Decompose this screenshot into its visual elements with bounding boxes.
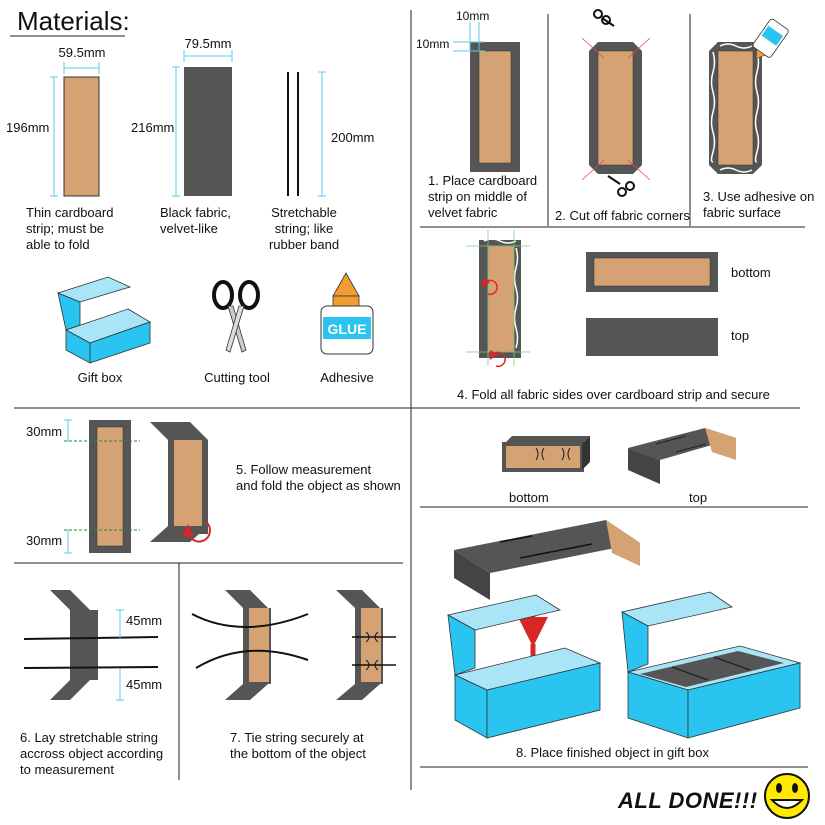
glue-text: GLUE [328, 321, 367, 337]
tool-adhesive-label: Adhesive [320, 370, 374, 385]
step8-lid [454, 520, 640, 600]
glue-bottle-icon: GLUE [320, 272, 374, 355]
page-title: Materials: [17, 6, 130, 36]
all-done-text: ALL DONE!!! [618, 788, 758, 813]
gift-box-icon [56, 276, 151, 364]
step5-folded [150, 422, 211, 543]
step2-label: 2. Cut off fabric corners [555, 208, 690, 223]
step4-folding [466, 230, 530, 368]
step1-dim-left: 10mm [416, 37, 450, 51]
step4-top-piece [586, 318, 718, 356]
step1-label: 1. Place cardboard strip on middle of ve… [428, 173, 538, 220]
cardboard-strip [50, 62, 100, 197]
step1-dim-top: 10mm [456, 9, 490, 23]
step2-illustration [581, 9, 651, 197]
step6-dim-bottom: 45mm [126, 677, 163, 692]
smiley-icon [764, 773, 810, 819]
scissors-icon [212, 280, 260, 353]
step5b-bottom-label: bottom [509, 490, 549, 505]
step8-gift-box-open [446, 594, 602, 739]
step4-bottom-piece [586, 252, 718, 292]
step6-label: 6. Lay stretchable string accross object… [20, 730, 164, 777]
tool-gift-box-label: Gift box [77, 370, 123, 385]
tool-cutting-label: Cutting tool [204, 370, 270, 385]
material1-height-label: 196mm [6, 120, 50, 135]
step8-gift-box-filled [620, 591, 802, 739]
step5b-top-label: top [689, 490, 708, 505]
scissors-small-top-icon [593, 9, 615, 27]
black-fabric [172, 50, 233, 197]
material1-width-label: 59.5mm [58, 45, 106, 60]
step4-top-label: top [731, 328, 750, 343]
material2-height-label: 216mm [131, 120, 175, 135]
step7-illustration [191, 590, 396, 700]
step3-label: 3. Use adhesive on fabric surface [703, 189, 815, 220]
step1-illustration [453, 22, 520, 172]
step6-dim-top: 45mm [126, 613, 163, 628]
material1-label: Thin cardboard strip; must be able to fo… [26, 205, 114, 252]
stretchable-strings [287, 71, 326, 197]
step5-dim-bottom: 30mm [26, 533, 63, 548]
material2-label: Black fabric, velvet-like [160, 205, 231, 236]
step4-label: 4. Fold all fabric sides over cardboard … [457, 387, 770, 402]
step5-measure [64, 419, 140, 554]
step5-dim-top: 30mm [26, 424, 63, 439]
material2-width-label: 79.5mm [184, 36, 232, 51]
step5b-bottom-piece [502, 436, 590, 472]
step6-illustration [23, 590, 159, 701]
step7-label: 7. Tie string securely at the bottom of … [230, 730, 366, 761]
material3-length-label: 200mm [331, 130, 375, 145]
panel-dividers [10, 10, 808, 790]
material3-label: Stretchable string; like rubber band [268, 205, 340, 252]
step3-illustration [709, 18, 789, 174]
step8-label: 8. Place finished object in gift box [516, 745, 709, 760]
step5b-top-piece [628, 428, 736, 484]
step5-label: 5. Follow measurement and fold the objec… [236, 462, 401, 493]
step4-bottom-label: bottom [731, 265, 771, 280]
scissors-small-bottom-icon [607, 175, 635, 197]
glue-tube-icon [752, 18, 789, 60]
